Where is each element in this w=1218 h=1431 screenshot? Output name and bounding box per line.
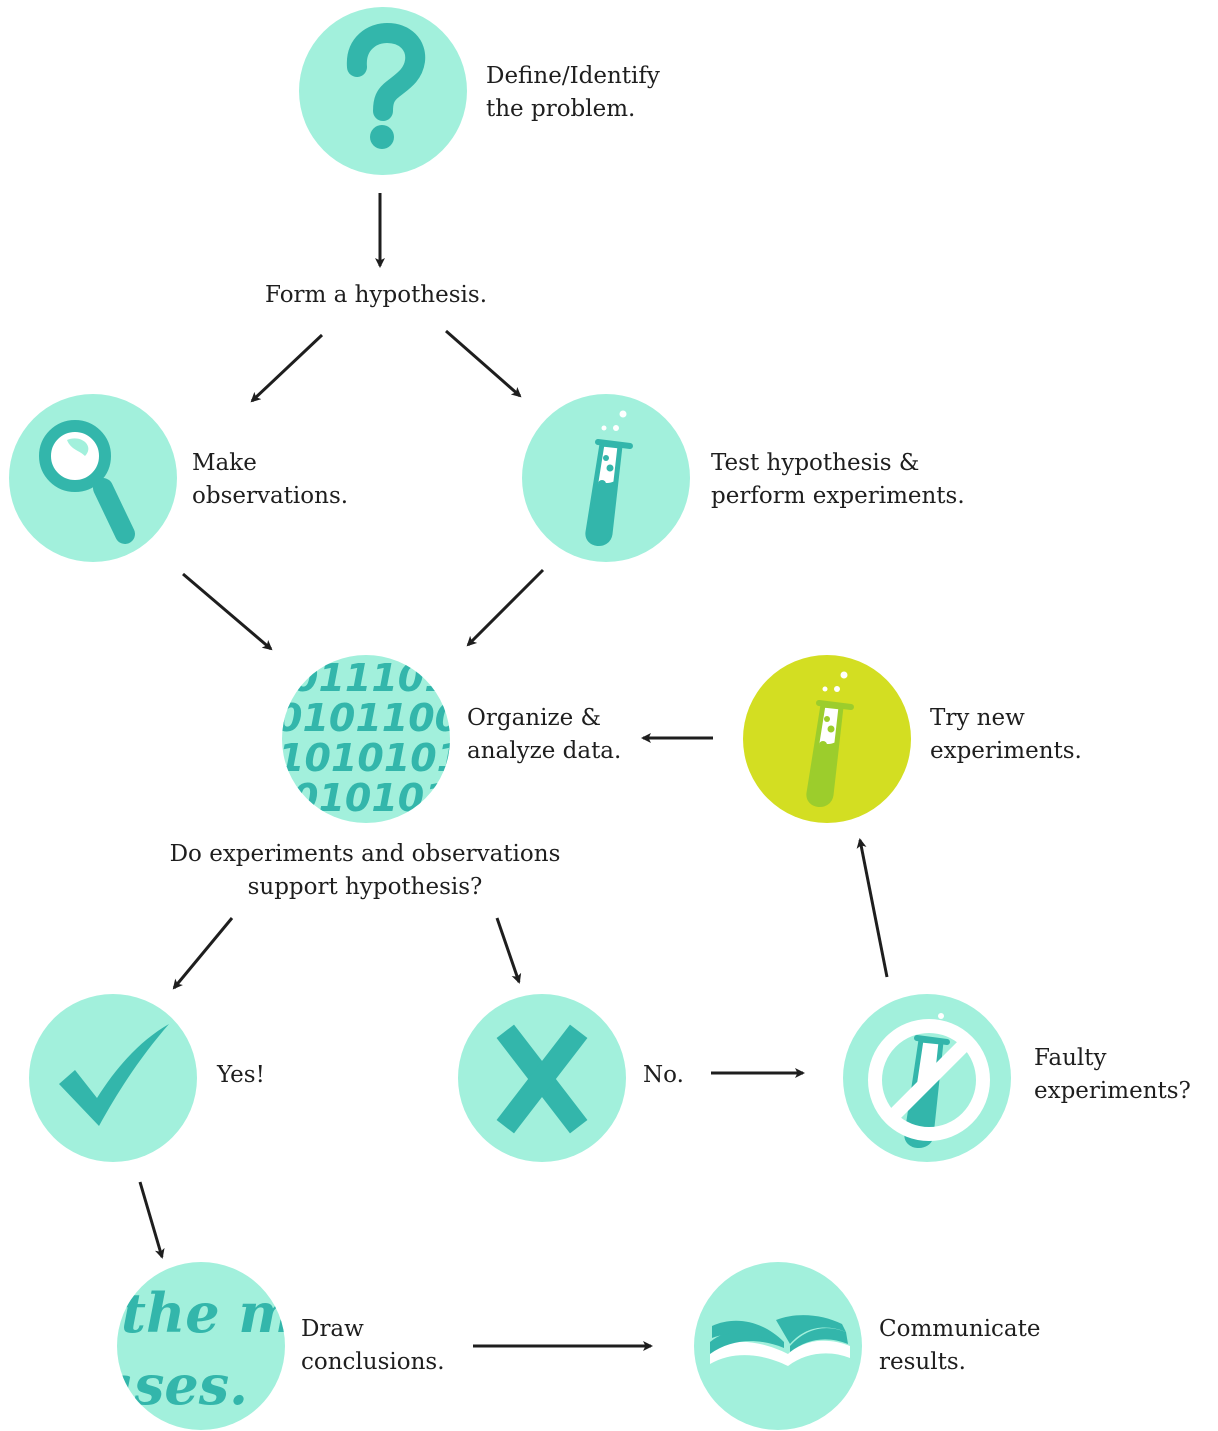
arrow-yes-to-conclude [138,1181,165,1259]
binary-row-1: 01110101010 [292,656,450,700]
make-observations-label: Make observations. [192,450,349,509]
prohibited-test-tube-icon [868,1013,990,1148]
draw-conclusions-label: Draw conclusions. [301,1316,445,1375]
try-new-experiments-node [743,655,911,823]
support-question-label: Do experiments and observations support … [169,841,561,900]
test-hypothesis-label: Test hypothesis & perform experiments. [711,450,965,509]
form-hypothesis-label: Form a hypothesis. [265,282,488,308]
question-mark-icon [346,22,426,149]
draw-conclusions-node: the mid ases. [117,1262,285,1430]
arrow-hypothesis-to-observe [250,333,324,403]
try-new-experiments-label: Try new experiments. [930,705,1082,764]
analyze-data-node: 01110101010 0101100010110 1010101100101 … [282,655,450,823]
script-line-1: the mid [121,1281,285,1345]
binary-data-icon: 01110101010 0101100010110 1010101100101 … [282,656,450,820]
define-problem-node [299,7,467,175]
binary-row-3: 1010101100101 [282,736,450,780]
test-hypothesis-node [522,394,690,562]
x-mark-icon [496,1024,588,1134]
no-node [458,994,626,1162]
faulty-experiments-label: Faulty experiments? [1034,1045,1191,1104]
yes-node [29,994,197,1162]
no-label: No. [643,1062,684,1088]
arrow-question-to-yes [172,917,234,990]
arrow-test-to-analyze [466,568,545,647]
yes-label: Yes! [217,1062,265,1088]
test-tube-icon [806,671,854,807]
binary-row-4: 0101010101 [292,776,450,820]
magnifying-glass-icon [39,420,135,544]
arrow-faulty-to-trynew [856,838,889,978]
binary-row-2: 0101100010110 [282,696,450,740]
arrow-hypothesis-to-test [445,329,522,398]
communicate-results-node [694,1262,862,1430]
communicate-results-label: Communicate results. [879,1316,1041,1375]
make-observations-node [9,394,177,562]
arrow-observe-to-analyze [182,572,273,651]
open-book-icon [710,1315,850,1366]
script-line-2: ases. [117,1353,248,1417]
test-tube-icon [585,410,633,546]
faulty-experiments-node [843,994,1011,1162]
arrow-question-to-no [495,917,522,984]
script-text-icon: the mid ases. [117,1281,285,1417]
define-problem-label: Define/Identify the problem. [486,63,660,122]
analyze-data-label: Organize & analyze data. [467,705,622,764]
check-mark-icon [59,1024,169,1126]
